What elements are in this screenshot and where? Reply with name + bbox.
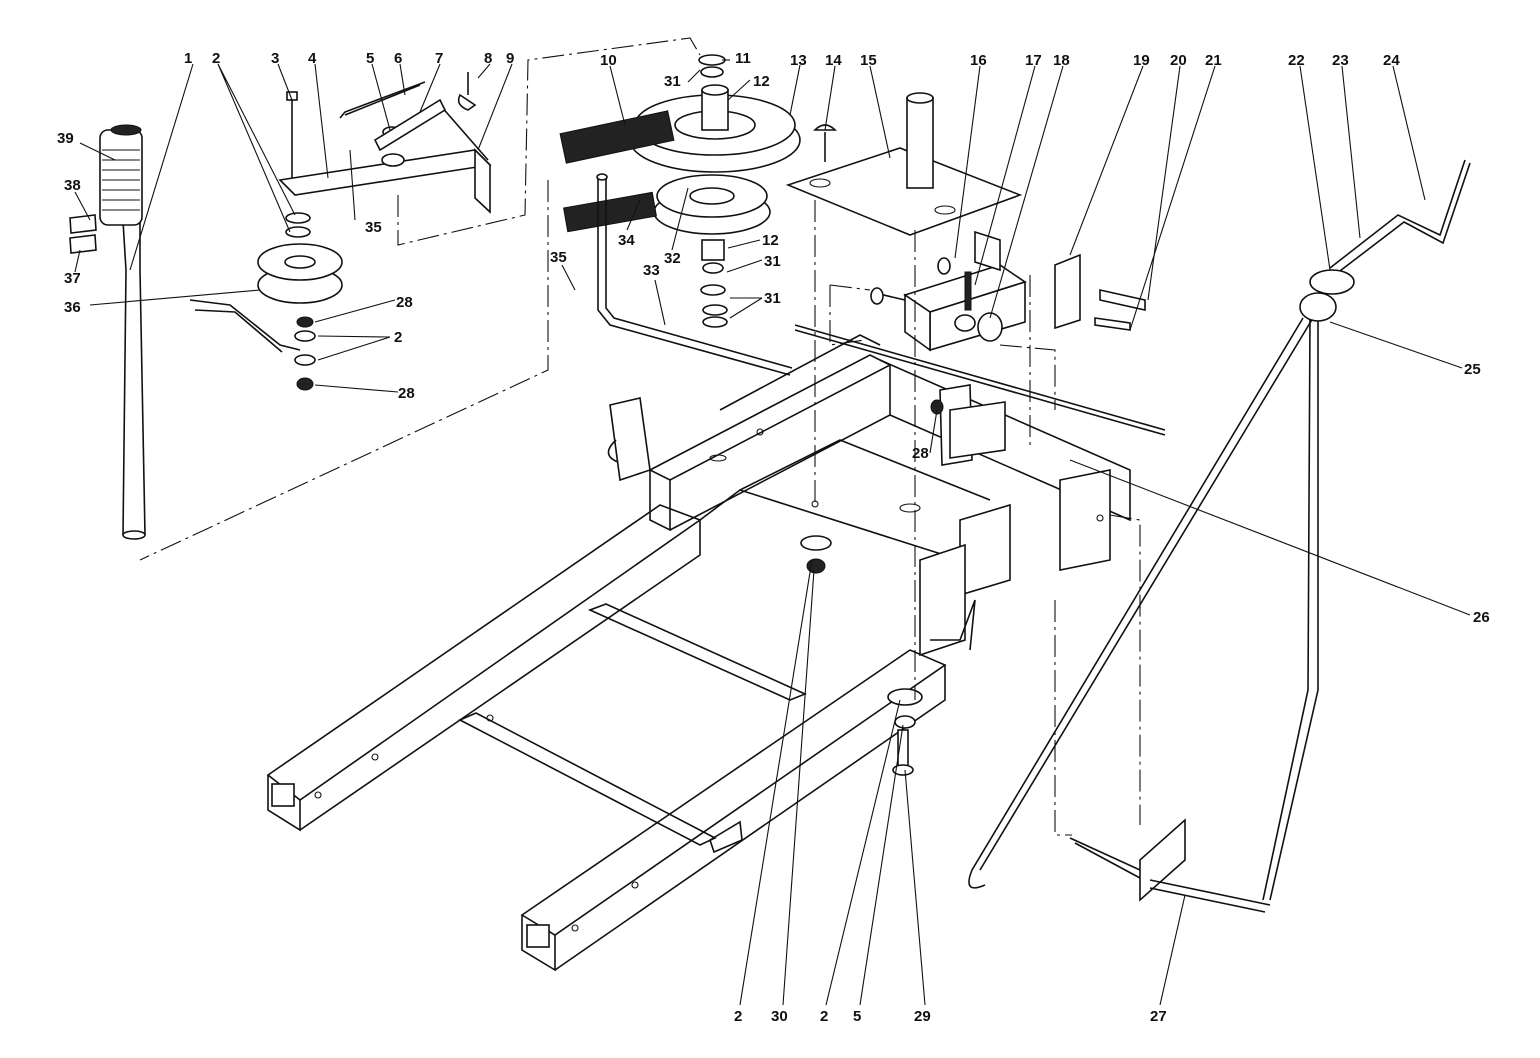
callout-21: 21 <box>1205 52 1222 69</box>
callout-25: 25 <box>1464 361 1481 378</box>
callout-7: 7 <box>435 50 443 67</box>
drive-pulley-assembly <box>559 54 801 328</box>
callout-2-bottom-left: 2 <box>734 1008 742 1025</box>
bottom-hardware <box>800 535 923 776</box>
callout-11: 11 <box>735 50 751 67</box>
callout-33: 33 <box>643 262 660 279</box>
callout-5: 5 <box>366 50 374 67</box>
callout-1: 1 <box>184 50 192 67</box>
callout-30: 30 <box>771 1008 788 1025</box>
callout-2: 2 <box>212 50 220 67</box>
callout-31-middle: 31 <box>764 253 781 270</box>
lift-lever-39 <box>69 124 146 540</box>
callout-31-lower: 31 <box>764 290 781 307</box>
callout-28-frame: 28 <box>912 445 929 462</box>
callout-34: 34 <box>618 232 635 249</box>
callout-6: 6 <box>394 50 402 67</box>
callout-29: 29 <box>914 1008 931 1025</box>
callout-35-mid: 35 <box>550 249 567 266</box>
callout-36: 36 <box>64 299 81 316</box>
idler-arm-assembly <box>278 72 492 214</box>
callout-15: 15 <box>860 52 877 69</box>
callout-20: 20 <box>1170 52 1187 69</box>
callout-27: 27 <box>1150 1008 1167 1025</box>
callout-2-bottom-right: 2 <box>820 1008 828 1025</box>
callout-38: 38 <box>64 177 81 194</box>
callout-23: 23 <box>1332 52 1349 69</box>
callout-31-top: 31 <box>664 73 681 90</box>
shift-rod-33 <box>596 173 793 376</box>
callout-19: 19 <box>1133 52 1150 69</box>
idler-pulley-assembly <box>189 212 343 391</box>
callout-labels: 1 2 3 4 5 6 7 8 9 10 11 31 12 13 14 15 1… <box>57 50 1490 1025</box>
callout-4: 4 <box>308 50 317 67</box>
callout-17: 17 <box>1025 52 1042 69</box>
callout-24: 24 <box>1383 52 1400 69</box>
callout-32: 32 <box>664 250 681 267</box>
callout-13: 13 <box>790 52 807 69</box>
callout-37: 37 <box>64 270 81 287</box>
callout-8: 8 <box>484 50 492 67</box>
callout-39: 39 <box>57 130 74 147</box>
callout-18: 18 <box>1053 52 1070 69</box>
callout-5-bottom: 5 <box>853 1008 861 1025</box>
callout-9: 9 <box>506 50 514 67</box>
callout-22: 22 <box>1288 52 1305 69</box>
callout-12-top: 12 <box>753 73 770 90</box>
callout-16: 16 <box>970 52 987 69</box>
callout-10: 10 <box>600 52 617 69</box>
mounting-plate-15 <box>785 92 1023 236</box>
callout-3: 3 <box>271 50 279 67</box>
callout-12-bottom: 12 <box>762 232 779 249</box>
control-rods <box>968 159 1471 913</box>
callout-35-top: 35 <box>365 219 382 236</box>
callout-28-top: 28 <box>396 294 413 311</box>
leader-lines <box>74 37 1471 1006</box>
callout-2-middle: 2 <box>394 329 402 346</box>
callout-14: 14 <box>825 52 842 69</box>
callout-26: 26 <box>1473 609 1490 626</box>
callout-28-bottom: 28 <box>398 385 415 402</box>
pivot-bracket-assembly <box>870 230 1146 466</box>
